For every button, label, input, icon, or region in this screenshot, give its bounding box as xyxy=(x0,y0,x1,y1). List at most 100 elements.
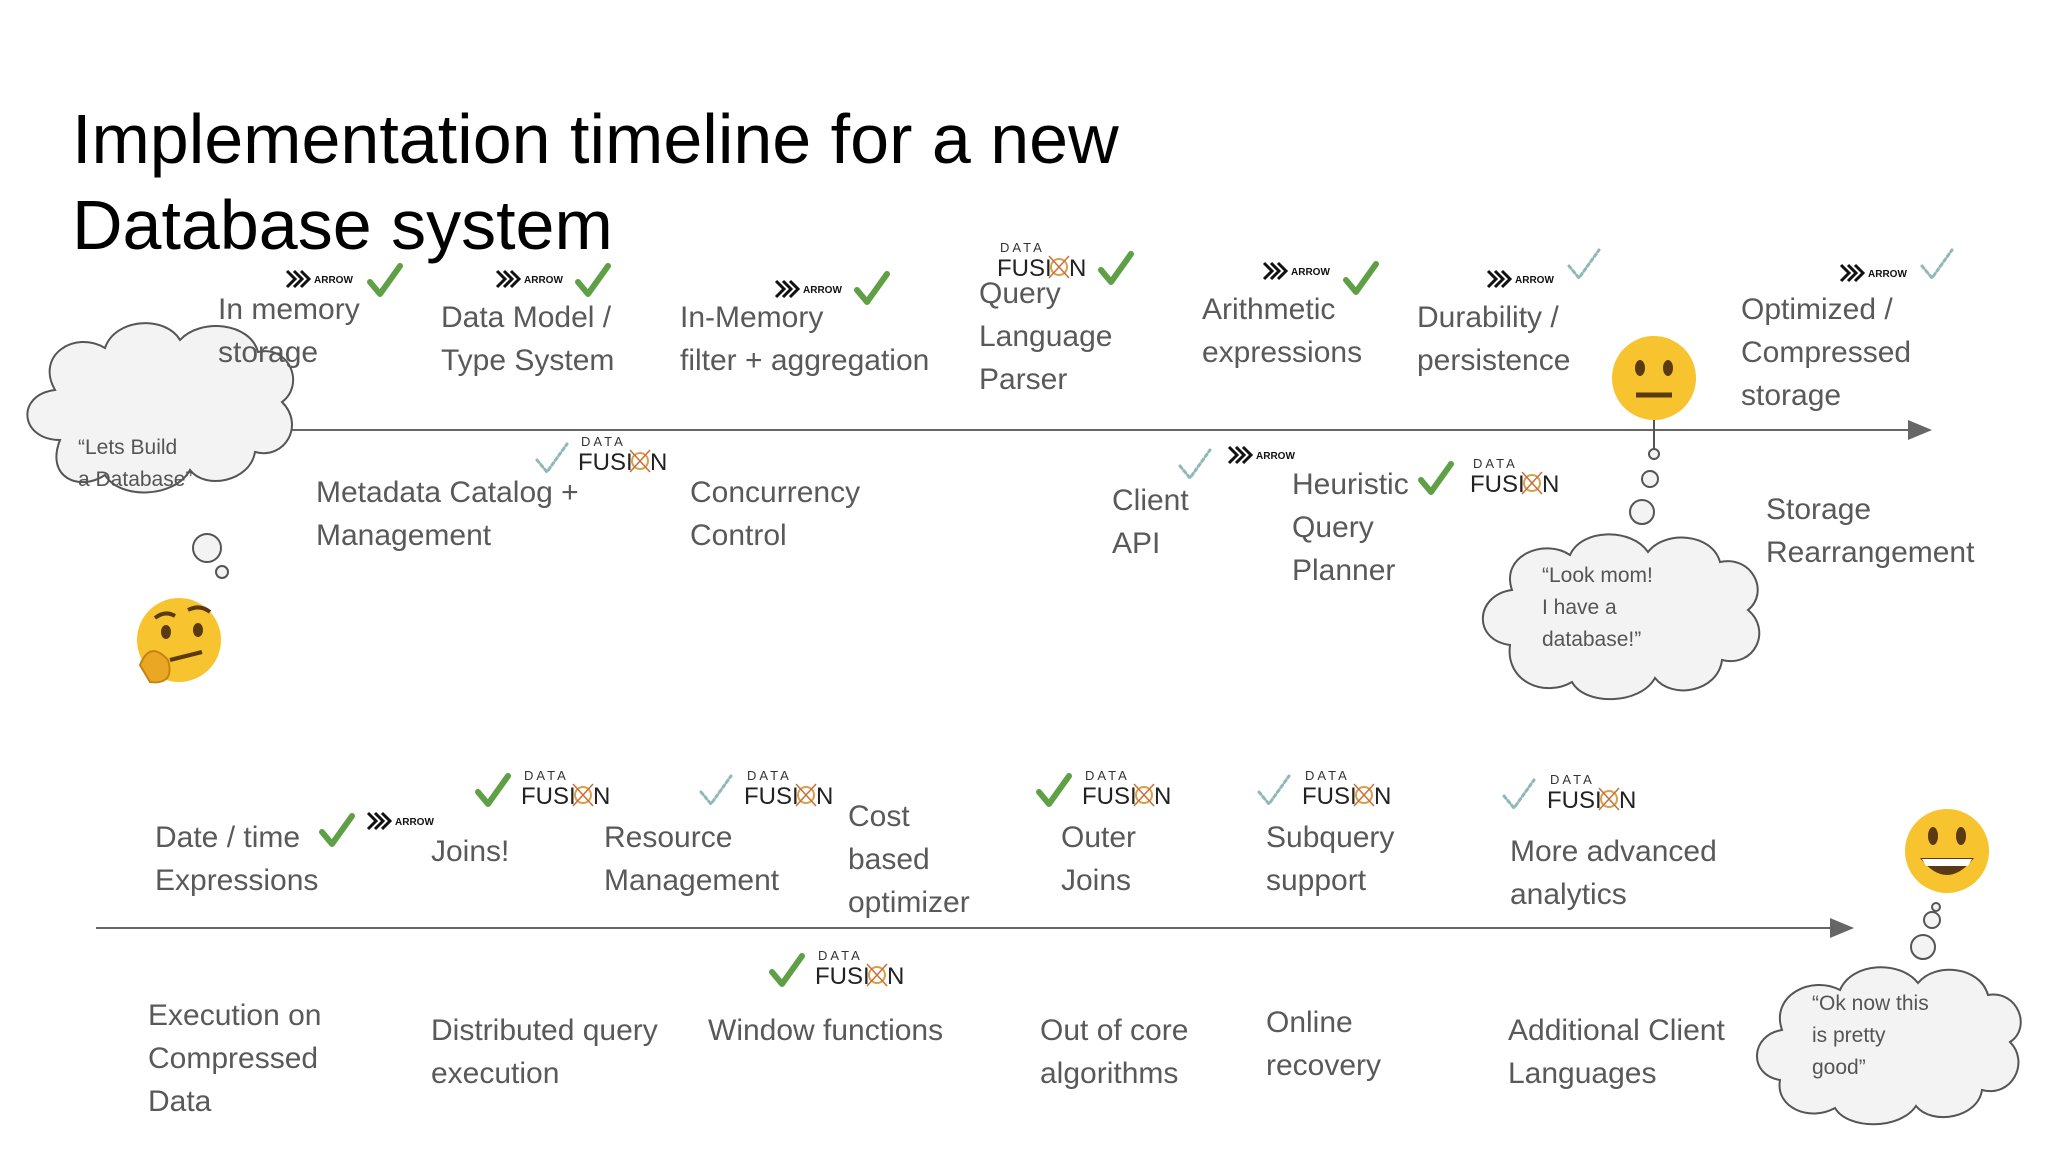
df-logo-top: DATA xyxy=(818,948,863,963)
arrow-logo-icon: ARROW xyxy=(774,278,854,305)
arrow-logo-text: ARROW xyxy=(1515,275,1554,286)
partial-check-icon xyxy=(1918,246,1956,289)
df-logo-end: N xyxy=(1374,783,1391,810)
partial-check-icon xyxy=(697,772,735,815)
datafusion-logo-icon: DATA FUSI N xyxy=(1082,766,1178,817)
arrow-logo-text: ARROW xyxy=(1256,451,1295,462)
partial-check-icon xyxy=(1565,246,1603,289)
arrow-logo-icon: ARROW xyxy=(1262,260,1342,287)
partial-check-icon xyxy=(1255,772,1293,815)
df-logo-bottom: FUSI xyxy=(521,783,576,810)
df-logo-top: DATA xyxy=(1473,456,1518,471)
df-logo-end: N xyxy=(1542,471,1559,498)
arrow-logo-text: ARROW xyxy=(314,275,353,286)
arrow-logo-text: ARROW xyxy=(1868,269,1907,280)
thought-line: good” xyxy=(1812,1056,1866,1079)
arrow-logo-icon: ARROW xyxy=(366,810,446,837)
df-logo-top: DATA xyxy=(1305,768,1350,783)
check-icon xyxy=(366,262,404,305)
arrow-logo-text: ARROW xyxy=(1291,267,1330,278)
df-logo-bottom: FUSI xyxy=(1082,783,1137,810)
check-icon xyxy=(1417,460,1455,503)
thought-text-middle: “Look mom! I have a database!” xyxy=(1542,560,1653,656)
check-icon xyxy=(1342,260,1380,303)
neutral-face-emoji xyxy=(1612,336,1696,420)
df-logo-end: N xyxy=(1069,255,1086,282)
thought-cloud-end xyxy=(1756,902,2022,1126)
df-logo-end: N xyxy=(1619,787,1636,814)
arrow-logo-text: ARROW xyxy=(803,285,842,296)
df-logo-bottom: FUSI xyxy=(997,255,1052,282)
thought-text-start: “Lets Build a Database” xyxy=(78,432,192,496)
milestone-data-model: Data Model /Type System xyxy=(441,301,615,377)
df-logo-end: N xyxy=(593,783,610,810)
df-logo-top: DATA xyxy=(1085,768,1130,783)
df-logo-end: N xyxy=(1154,783,1171,810)
milestone-metadata-catalog: Metadata Catalog +Management xyxy=(316,476,579,552)
partial-check-icon xyxy=(1176,446,1214,489)
title-line-2: Database system xyxy=(72,186,613,264)
arrow-logo-icon: ARROW xyxy=(285,268,365,295)
milestone-joins: Joins! xyxy=(431,835,510,868)
arrow-logo-icon: ARROW xyxy=(1227,444,1307,471)
arrow-logo-icon: ARROW xyxy=(1839,262,1919,289)
thought-line: “Ok now this xyxy=(1812,992,1929,1015)
check-icon xyxy=(1035,772,1073,815)
check-icon xyxy=(768,952,806,995)
arrow-logo-icon: ARROW xyxy=(1486,268,1566,295)
thinking-face-emoji xyxy=(137,598,221,684)
thought-cloud-middle xyxy=(1481,400,1761,701)
df-logo-top: DATA xyxy=(581,434,626,449)
datafusion-logo-icon: DATA FUSI N xyxy=(1547,770,1643,821)
grinning-face-emoji xyxy=(1905,809,1989,893)
check-icon xyxy=(474,772,512,815)
thought-text-end: “Ok now this is pretty good” xyxy=(1812,988,1929,1084)
datafusion-logo-icon: DATA FUSI N xyxy=(1302,766,1398,817)
thought-line: is pretty xyxy=(1812,1024,1886,1047)
check-icon xyxy=(574,262,612,305)
arrow-logo-icon: ARROW xyxy=(495,268,575,295)
df-logo-bottom: FUSI xyxy=(578,449,633,476)
thought-line: a Database” xyxy=(78,468,193,491)
milestone-durability: Durability /persistence xyxy=(1417,301,1571,377)
check-icon xyxy=(1097,250,1135,293)
check-icon xyxy=(318,812,356,855)
df-logo-bottom: FUSI xyxy=(744,783,799,810)
title-line-1: Implementation timeline for a new xyxy=(72,100,1119,178)
datafusion-logo-icon: DATA FUSI N xyxy=(1470,454,1566,505)
datafusion-logo-icon: DATA FUSI N xyxy=(815,946,911,997)
thought-cloud-start xyxy=(26,322,295,579)
thought-line: “Lets Build xyxy=(78,436,178,459)
df-logo-top: DATA xyxy=(524,768,569,783)
slide-title: Implementation timeline for a new Databa… xyxy=(72,96,1119,268)
check-icon xyxy=(853,270,891,313)
df-logo-bottom: FUSI xyxy=(1470,471,1525,498)
thought-line: “Look mom! xyxy=(1542,564,1653,587)
datafusion-logo-icon: DATA FUSI N xyxy=(578,432,674,483)
df-logo-end: N xyxy=(650,449,667,476)
datafusion-logo-icon: DATA FUSI N xyxy=(744,766,840,817)
df-logo-bottom: FUSI xyxy=(815,963,870,990)
df-logo-bottom: FUSI xyxy=(1302,783,1357,810)
df-logo-top: DATA xyxy=(1550,772,1595,787)
df-logo-bottom: FUSI xyxy=(1547,787,1602,814)
